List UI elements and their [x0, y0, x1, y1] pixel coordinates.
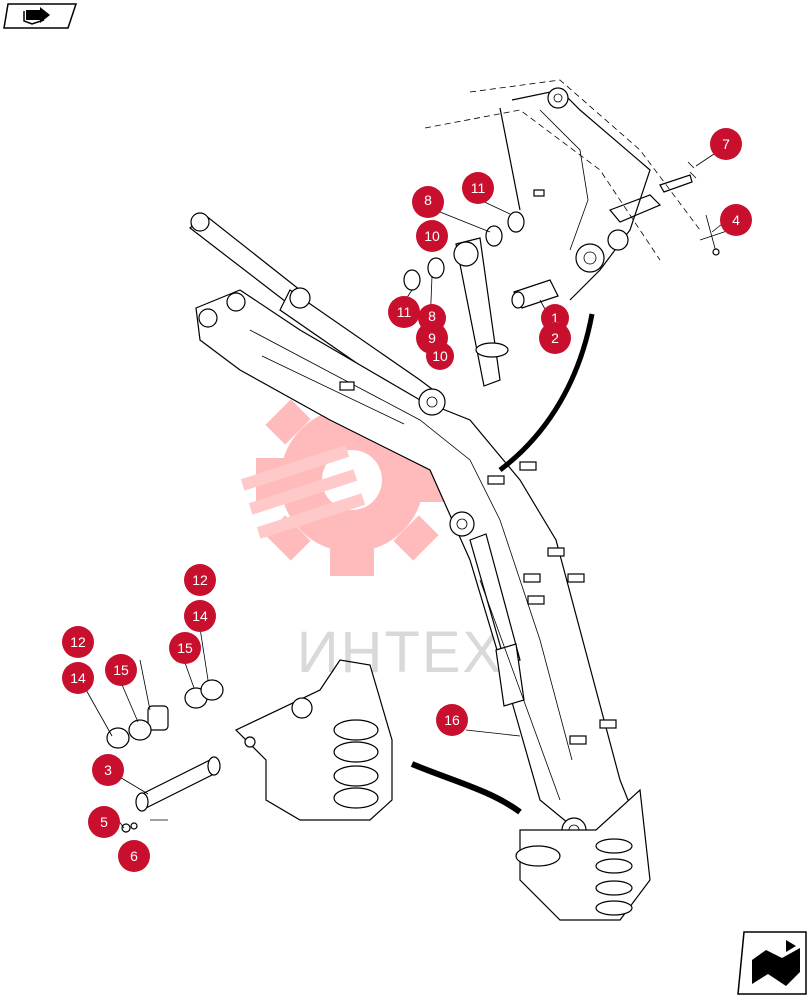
svg-text:6: 6: [130, 848, 138, 864]
svg-text:8: 8: [428, 308, 436, 324]
svg-text:9: 9: [428, 330, 436, 346]
callout-5[interactable]: 5: [88, 806, 120, 838]
callout-10[interactable]: 10: [416, 220, 448, 252]
callouts: 7 4 11 8 10 11 8 9 10 1 2 12 14 12 14 15…: [62, 128, 752, 872]
mount-frame: [234, 659, 393, 821]
svg-text:12: 12: [70, 634, 86, 650]
leader-curve-lower: [410, 761, 522, 815]
leader-curve-upper: [498, 313, 595, 472]
svg-text:11: 11: [397, 304, 412, 320]
lower-pin-assembly: [106, 679, 224, 833]
callout-10[interactable]: 10: [426, 342, 454, 370]
svg-text:1: 1: [551, 310, 559, 326]
callout-14[interactable]: 14: [184, 600, 216, 632]
svg-text:10: 10: [424, 228, 440, 244]
callout-14[interactable]: 14: [62, 662, 94, 694]
svg-text:16: 16: [444, 712, 460, 728]
upper-pin-assembly: [403, 211, 559, 387]
svg-text:10: 10: [432, 348, 448, 364]
arm-cylinder: [469, 533, 561, 801]
svg-text:7: 7: [722, 136, 730, 152]
boom-foot: [515, 788, 651, 921]
svg-text:12: 12: [192, 572, 208, 588]
callout-12[interactable]: 12: [62, 626, 94, 658]
svg-text:15: 15: [177, 640, 193, 656]
callout-7[interactable]: 7: [710, 128, 742, 160]
svg-text:8: 8: [424, 192, 432, 208]
svg-text:14: 14: [192, 608, 208, 624]
callout-12[interactable]: 12: [184, 564, 216, 596]
callout-2[interactable]: 2: [539, 322, 571, 354]
boom-cylinder: [189, 212, 441, 411]
callout-11[interactable]: 11: [462, 172, 494, 204]
callout-15[interactable]: 15: [105, 654, 137, 686]
callout-4[interactable]: 4: [720, 204, 752, 236]
callout-11[interactable]: 11: [388, 296, 420, 328]
callout-3[interactable]: 3: [92, 754, 124, 786]
svg-text:11: 11: [471, 180, 486, 196]
upper-frame: [424, 79, 731, 301]
svg-text:5: 5: [100, 814, 108, 830]
callout-15[interactable]: 15: [169, 632, 201, 664]
svg-text:4: 4: [732, 212, 740, 228]
svg-text:15: 15: [113, 662, 129, 678]
callout-16[interactable]: 16: [436, 704, 468, 736]
svg-text:2: 2: [551, 330, 559, 346]
svg-text:3: 3: [104, 762, 112, 778]
callout-8[interactable]: 8: [412, 186, 444, 218]
callout-6[interactable]: 6: [118, 840, 150, 872]
svg-text:14: 14: [70, 670, 86, 686]
watermark-text: ИНТЕХ: [297, 620, 503, 685]
back-book-icon[interactable]: [3, 3, 78, 29]
forward-book-icon[interactable]: [737, 931, 807, 995]
